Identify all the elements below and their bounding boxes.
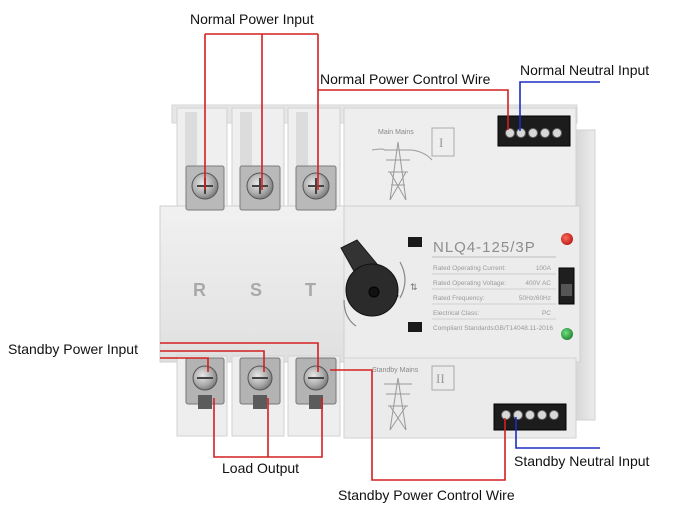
standards-label: Compliant Standards:	[433, 325, 496, 332]
label-standby-power-input: Standby Power Input	[8, 341, 138, 357]
label-normal-neutral-input: Normal Neutral Input	[520, 62, 649, 78]
spec-value: 50Hz/60Hz	[519, 295, 551, 302]
label-normal-power-input: Normal Power Input	[190, 11, 314, 27]
neutral-wire-leaders	[515, 81, 600, 449]
roman-numeral-two: II	[436, 371, 445, 386]
bottom-control-terminal-strip	[493, 403, 567, 431]
leader-load-output	[213, 398, 323, 458]
leader-normal-power-input-drops	[204, 34, 319, 190]
label-standby-power-control-wire: Standby Power Control Wire	[338, 487, 515, 503]
standby-mains-marking: Standby Mains II	[372, 365, 455, 431]
spec-plate: NLQ4-125/3P Rated Operating Current: 100…	[432, 239, 556, 332]
status-window-bottom	[408, 322, 422, 332]
label-load-output: Load Output	[222, 460, 299, 476]
status-window-top	[408, 237, 422, 247]
rotary-handle[interactable]	[340, 239, 406, 327]
leader-standby-power-control-wire	[330, 369, 506, 481]
pylon-icon	[371, 141, 433, 201]
rotation-arrows-icon: ⇅	[410, 283, 418, 293]
mode-selector-switch[interactable]	[558, 267, 575, 305]
spec-value: 100A	[536, 265, 552, 272]
main-mains-marking: Main Mains I	[371, 127, 455, 201]
lower-terminal-block	[185, 357, 337, 409]
label-standby-neutral-input: Standby Neutral Input	[514, 453, 650, 469]
phase-label-s: S	[250, 280, 262, 300]
leader-standby-neutral-input	[515, 417, 600, 449]
spec-value: 400V AC	[525, 280, 551, 287]
leader-normal-power-control-wire	[318, 89, 509, 130]
model-number: NLQ4-125/3P	[433, 239, 536, 256]
spec-label: Electrical Class:	[433, 310, 479, 317]
main-mains-label: Main Mains	[378, 129, 414, 136]
spec-label: Rated Operating Current:	[433, 265, 506, 272]
standby-mains-label: Standby Mains	[372, 367, 419, 374]
roman-numeral-one: I	[439, 135, 443, 150]
label-normal-power-control-wire: Normal Power Control Wire	[320, 71, 491, 87]
phase-label-r: R	[193, 280, 206, 300]
spec-value: PC	[542, 310, 551, 317]
standards-value: GB/T14048.11-2016	[495, 325, 554, 332]
leader-standby-power-input	[160, 342, 319, 372]
leader-normal-neutral-input	[519, 81, 600, 131]
phase-label-t: T	[305, 280, 316, 300]
upper-terminal-block	[185, 165, 337, 211]
spec-label: Rated Operating Voltage:	[433, 280, 506, 287]
normal-power-indicator	[561, 233, 573, 245]
spec-label: Rated Frequency:	[433, 295, 485, 302]
live-wire-leaders	[160, 33, 509, 481]
pylon-icon-standby	[384, 377, 412, 431]
standby-power-indicator	[561, 328, 573, 340]
top-control-terminal-strip	[497, 115, 571, 147]
